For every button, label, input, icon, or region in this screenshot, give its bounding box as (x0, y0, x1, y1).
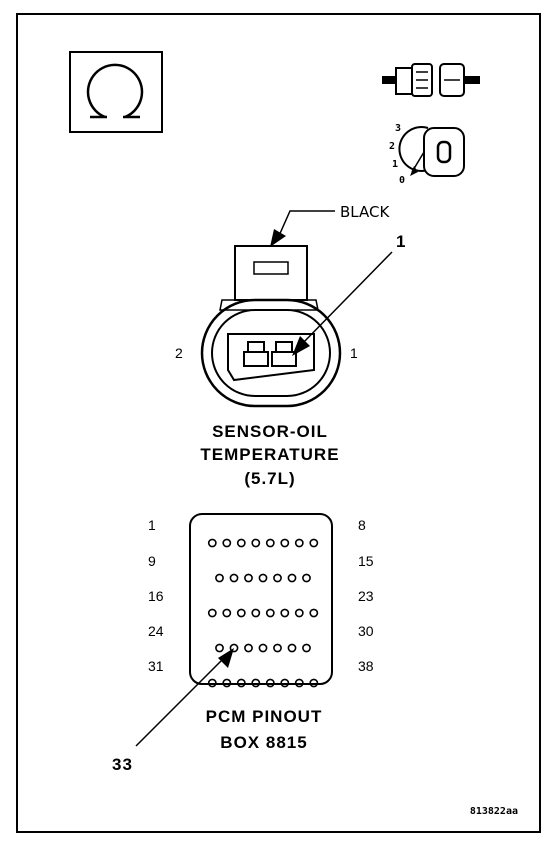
pcm-right-label-5: 38 (358, 658, 374, 674)
pcm-pin (222, 678, 232, 688)
pcm-pin (302, 573, 311, 583)
pcm-pin (251, 538, 261, 548)
pcm-pin (280, 608, 290, 618)
key-position-3: 3 (395, 123, 401, 134)
connector-title-line-2: TEMPERATURE (200, 445, 339, 464)
pcm-right-label-1: 8 (358, 517, 366, 533)
pcm-pin (294, 608, 304, 618)
key-position-0: 0 (399, 175, 405, 186)
pcm-right-label-3: 23 (358, 588, 374, 604)
pcm-title-line-2: BOX 8815 (220, 733, 307, 752)
connector-color-label: BLACK (340, 203, 390, 221)
pcm-right-label-4: 30 (358, 623, 374, 639)
pcm-pin (222, 538, 232, 548)
pcm-left-label-2: 9 (148, 553, 156, 569)
pcm-pin (244, 573, 253, 583)
pcm-pin (258, 643, 268, 653)
connector-title-line-1: SENSOR-OIL (212, 422, 328, 441)
pcm-callout-arrowhead (218, 648, 234, 668)
color-leader-arrowhead (270, 229, 286, 247)
connector-pin-left-label: 2 (175, 345, 183, 361)
pcm-pin (215, 643, 224, 653)
pcm-left-label-1: 1 (148, 517, 156, 533)
pcm-pin-grid (207, 538, 319, 688)
pcm-pin (309, 608, 319, 618)
pcm-pin (236, 608, 246, 618)
ohm-symbol-icon (69, 51, 163, 133)
pcm-right-label-2: 15 (358, 553, 374, 569)
pcm-pin (207, 538, 217, 548)
pcm-pin (294, 678, 304, 688)
pcm-pin (222, 608, 232, 618)
pcm-title-line-1: PCM PINOUT (206, 707, 323, 726)
pcm-pin (287, 573, 297, 583)
pcm-pin (244, 643, 253, 653)
pcm-pin (236, 538, 246, 548)
pcm-pin (265, 608, 275, 618)
ignition-key-icon (398, 126, 465, 177)
connector-callout-line (299, 251, 393, 347)
pcm-pin (280, 538, 290, 548)
pcm-callout-number: 33 (112, 755, 133, 774)
color-leader-line (277, 210, 335, 239)
pcm-pin (236, 678, 246, 688)
pcm-callout-line (135, 655, 227, 747)
pcm-left-label-3: 16 (148, 588, 164, 604)
pcm-pin (251, 608, 261, 618)
pcm-pin (265, 678, 275, 688)
figure-id: 813822aa (470, 806, 518, 817)
pcm-pin (309, 678, 319, 688)
sensor-connector (200, 245, 342, 408)
pcm-pin (287, 643, 297, 653)
connector-disconnected-icon (382, 63, 480, 97)
connector-title-line-3: (5.7L) (244, 469, 295, 488)
pcm-pin (302, 643, 311, 653)
key-position-2: 2 (389, 141, 395, 152)
connector-callout-arrowhead (292, 336, 310, 356)
page-frame (16, 13, 541, 833)
key-position-1: 1 (392, 159, 398, 170)
connector-callout-number: 1 (396, 232, 406, 251)
pcm-pin (309, 538, 319, 548)
pcm-pin (273, 643, 282, 653)
pcm-pin (229, 643, 239, 653)
pcm-pin (265, 538, 275, 548)
pcm-left-label-5: 31 (148, 658, 164, 674)
pcm-pin (280, 678, 290, 688)
pcm-pin (207, 608, 217, 618)
pcm-pinout-box (189, 513, 333, 685)
pcm-pin (229, 573, 239, 583)
connector-pin-right-label: 1 (350, 345, 358, 361)
pcm-pin (215, 573, 224, 583)
pcm-pin (207, 678, 217, 688)
pcm-left-label-4: 24 (148, 623, 164, 639)
pcm-pin (251, 678, 261, 688)
pcm-pin (258, 573, 268, 583)
pcm-pin (273, 573, 282, 583)
pcm-pin (294, 538, 304, 548)
